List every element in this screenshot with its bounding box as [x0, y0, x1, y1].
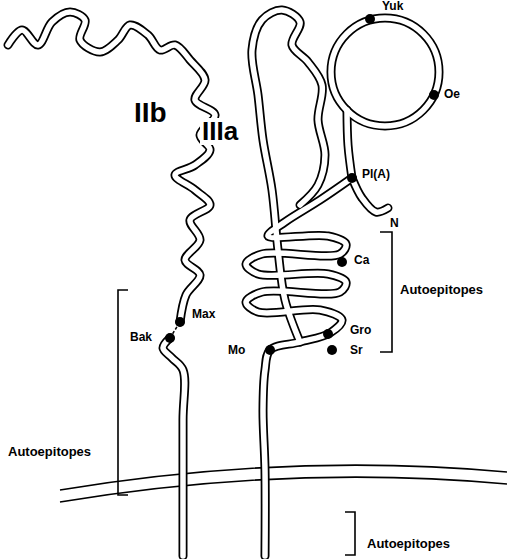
epitope-label: Max [190, 308, 217, 321]
protein-chain [252, 10, 325, 342]
membrane-line [60, 477, 507, 502]
epitope-label: N [388, 217, 401, 230]
protein-chain [8, 12, 215, 322]
epitope-label: Mo [226, 344, 247, 357]
label-anchor: Oe [442, 88, 462, 101]
label-anchor: Sr [348, 344, 365, 357]
protein-chain [246, 178, 352, 556]
epitope-dot [165, 333, 175, 343]
protein-chain [163, 338, 185, 556]
label-anchor: Autoepitopes [6, 445, 93, 459]
label-anchor: Pl(A) [360, 168, 392, 181]
chain-name: IIb [132, 98, 169, 127]
protein-chain [352, 178, 388, 212]
protein-chain [347, 110, 352, 178]
label-anchor: Ca [352, 254, 371, 267]
bracket-label: Autoepitopes [398, 283, 485, 297]
label-anchor: Mo [226, 344, 247, 357]
epitope-label: Yuk [380, 0, 405, 13]
bracket-label: Autoepitopes [6, 445, 93, 459]
protein-chain [163, 338, 185, 556]
epitope-label: Gro [348, 324, 373, 337]
epitope-dot [365, 14, 375, 24]
label-anchor: Bak [128, 331, 154, 344]
label-anchor: Autoepitopes [365, 537, 452, 551]
bracket [380, 232, 392, 352]
epitope-dot [175, 317, 185, 327]
membrane-line [60, 465, 507, 490]
epitope-label: Oe [442, 88, 462, 101]
epitope-dot [327, 345, 337, 355]
label-anchor: Yuk [380, 0, 405, 13]
label-anchor: Gro [348, 324, 373, 337]
protein-chain [246, 178, 352, 556]
label-anchor: Autoepitopes [398, 283, 485, 297]
epitope-label: Bak [128, 331, 154, 344]
protein-loop [331, 18, 439, 126]
chain-name: IIIa [200, 118, 240, 145]
epitope-dot [337, 257, 347, 267]
protein-chain [8, 12, 215, 322]
label-anchor: Max [190, 308, 217, 321]
bracket-label: Autoepitopes [365, 537, 452, 551]
epitope-dot [429, 90, 439, 100]
epitope-label: Pl(A) [360, 168, 392, 181]
protein-chain [347, 110, 352, 178]
bracket [345, 512, 355, 555]
label-anchor: IIb [132, 98, 169, 127]
label-anchor: IIIa [200, 118, 240, 145]
epitope-dot [323, 329, 333, 339]
bracket [118, 290, 128, 495]
epitope-label: Sr [348, 344, 365, 357]
epitope-dot [265, 345, 275, 355]
label-anchor: N [388, 217, 401, 230]
epitope-label: Ca [352, 254, 371, 267]
epitope-dot [347, 173, 357, 183]
protein-loop [331, 18, 439, 126]
protein-chain [352, 178, 388, 212]
